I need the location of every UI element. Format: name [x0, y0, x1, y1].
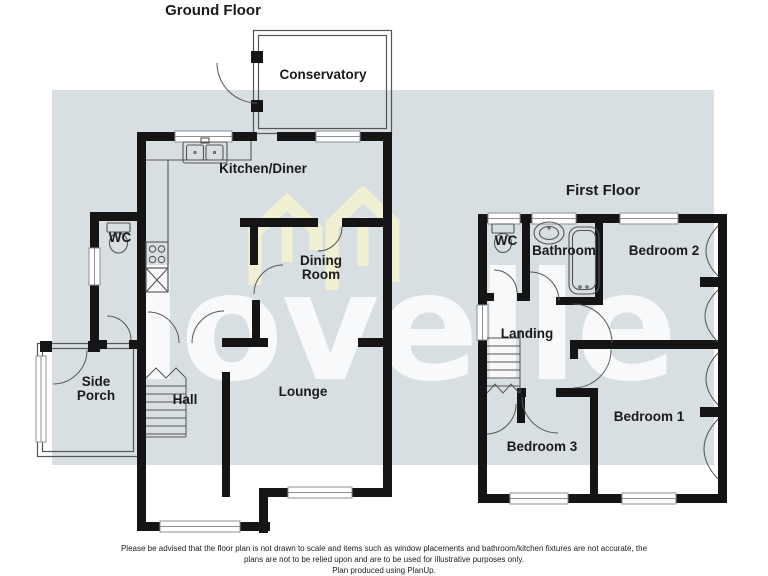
stair-break-mark [145, 367, 187, 379]
ground-floor-door-arcs [52, 62, 343, 385]
ff-toilet-bowl [493, 232, 513, 254]
cupboard-door [486, 403, 517, 435]
ff-wc-door [493, 269, 518, 294]
room-label-conservatory: Conservatory [279, 67, 367, 82]
bedroom1-wardrobe-door [703, 418, 719, 480]
sink-tap [200, 137, 210, 144]
gf-toilet-cistern [106, 222, 131, 233]
basin [533, 221, 565, 245]
disclaimer-text: Please be advised that the floor plan is… [0, 543, 768, 576]
room-label-kitchen-diner: Kitchen/Diner [219, 161, 307, 176]
first-floor-fixtures [491, 221, 600, 295]
room-label-landing: Landing [500, 326, 554, 341]
conservatory-door-stub [251, 51, 263, 63]
ground-floor-title: Ground Floor [165, 2, 261, 19]
room-label-dining-room: Dining Room [300, 253, 342, 283]
ground-floor-windows [35, 130, 361, 533]
kitchen-sink [182, 141, 228, 164]
porch-door-stub [40, 341, 52, 352]
kitchen-dining-door [317, 226, 343, 252]
bath [568, 226, 600, 295]
porch-entrance-door [52, 349, 88, 385]
room-label-hall: Hall [172, 392, 198, 407]
dining-lounge-door [253, 264, 284, 295]
wardrobe-divider [700, 277, 718, 287]
room-label-side-porch: Side Porch [76, 374, 116, 404]
first-floor-title: First Floor [565, 182, 641, 199]
ground-floor-walls [40, 51, 392, 533]
porch-door-stub [88, 341, 100, 352]
room-label-gf-wc: WC [108, 230, 132, 245]
hall-lounge-door [191, 310, 225, 344]
ground-floor-fixtures [106, 137, 252, 293]
bedroom2-wardrobe-door [704, 289, 719, 343]
disclaimer-line-3: Plan produced using PlanUp. [332, 566, 436, 575]
conservatory-door-stub [251, 100, 263, 112]
room-label-ff-wc: WC [494, 233, 518, 248]
gf-toilet-bowl [108, 232, 129, 254]
disclaimer-line-2: plans are not to be relied upon and are … [243, 555, 525, 564]
disclaimer-line-1: Please be advised that the floor plan is… [120, 544, 648, 553]
bedroom3-door [521, 396, 559, 434]
kitchen-hall-door [147, 311, 180, 344]
bathroom-door [529, 271, 560, 302]
bedroom1-wardrobe-door [705, 352, 719, 406]
wc-door [106, 315, 132, 341]
ground-floor-stairs [145, 367, 187, 438]
ff-toilet-cistern [491, 223, 515, 234]
hob [145, 241, 169, 269]
first-floor-stairs [486, 330, 521, 394]
wardrobe-divider [700, 407, 718, 417]
bedroom2-door [572, 303, 613, 344]
first-floor-door-arcs [486, 225, 719, 480]
bedroom2-wardrobe-door [705, 225, 719, 277]
room-label-bedroom3: Bedroom 3 [506, 439, 578, 454]
ground-floor-window-midlines [40, 136, 360, 527]
conservatory-door [216, 62, 258, 104]
room-label-bedroom2: Bedroom 2 [628, 243, 700, 258]
room-label-bathroom: Bathroom [532, 243, 596, 258]
oven [145, 267, 169, 293]
room-label-bedroom1: Bedroom 1 [613, 409, 685, 424]
kitchen-counter [146, 141, 252, 161]
stair-break-mark [486, 383, 520, 394]
room-label-lounge: Lounge [278, 384, 328, 399]
first-floor-window-midlines [482, 218, 678, 499]
bedroom1-door [572, 349, 612, 389]
